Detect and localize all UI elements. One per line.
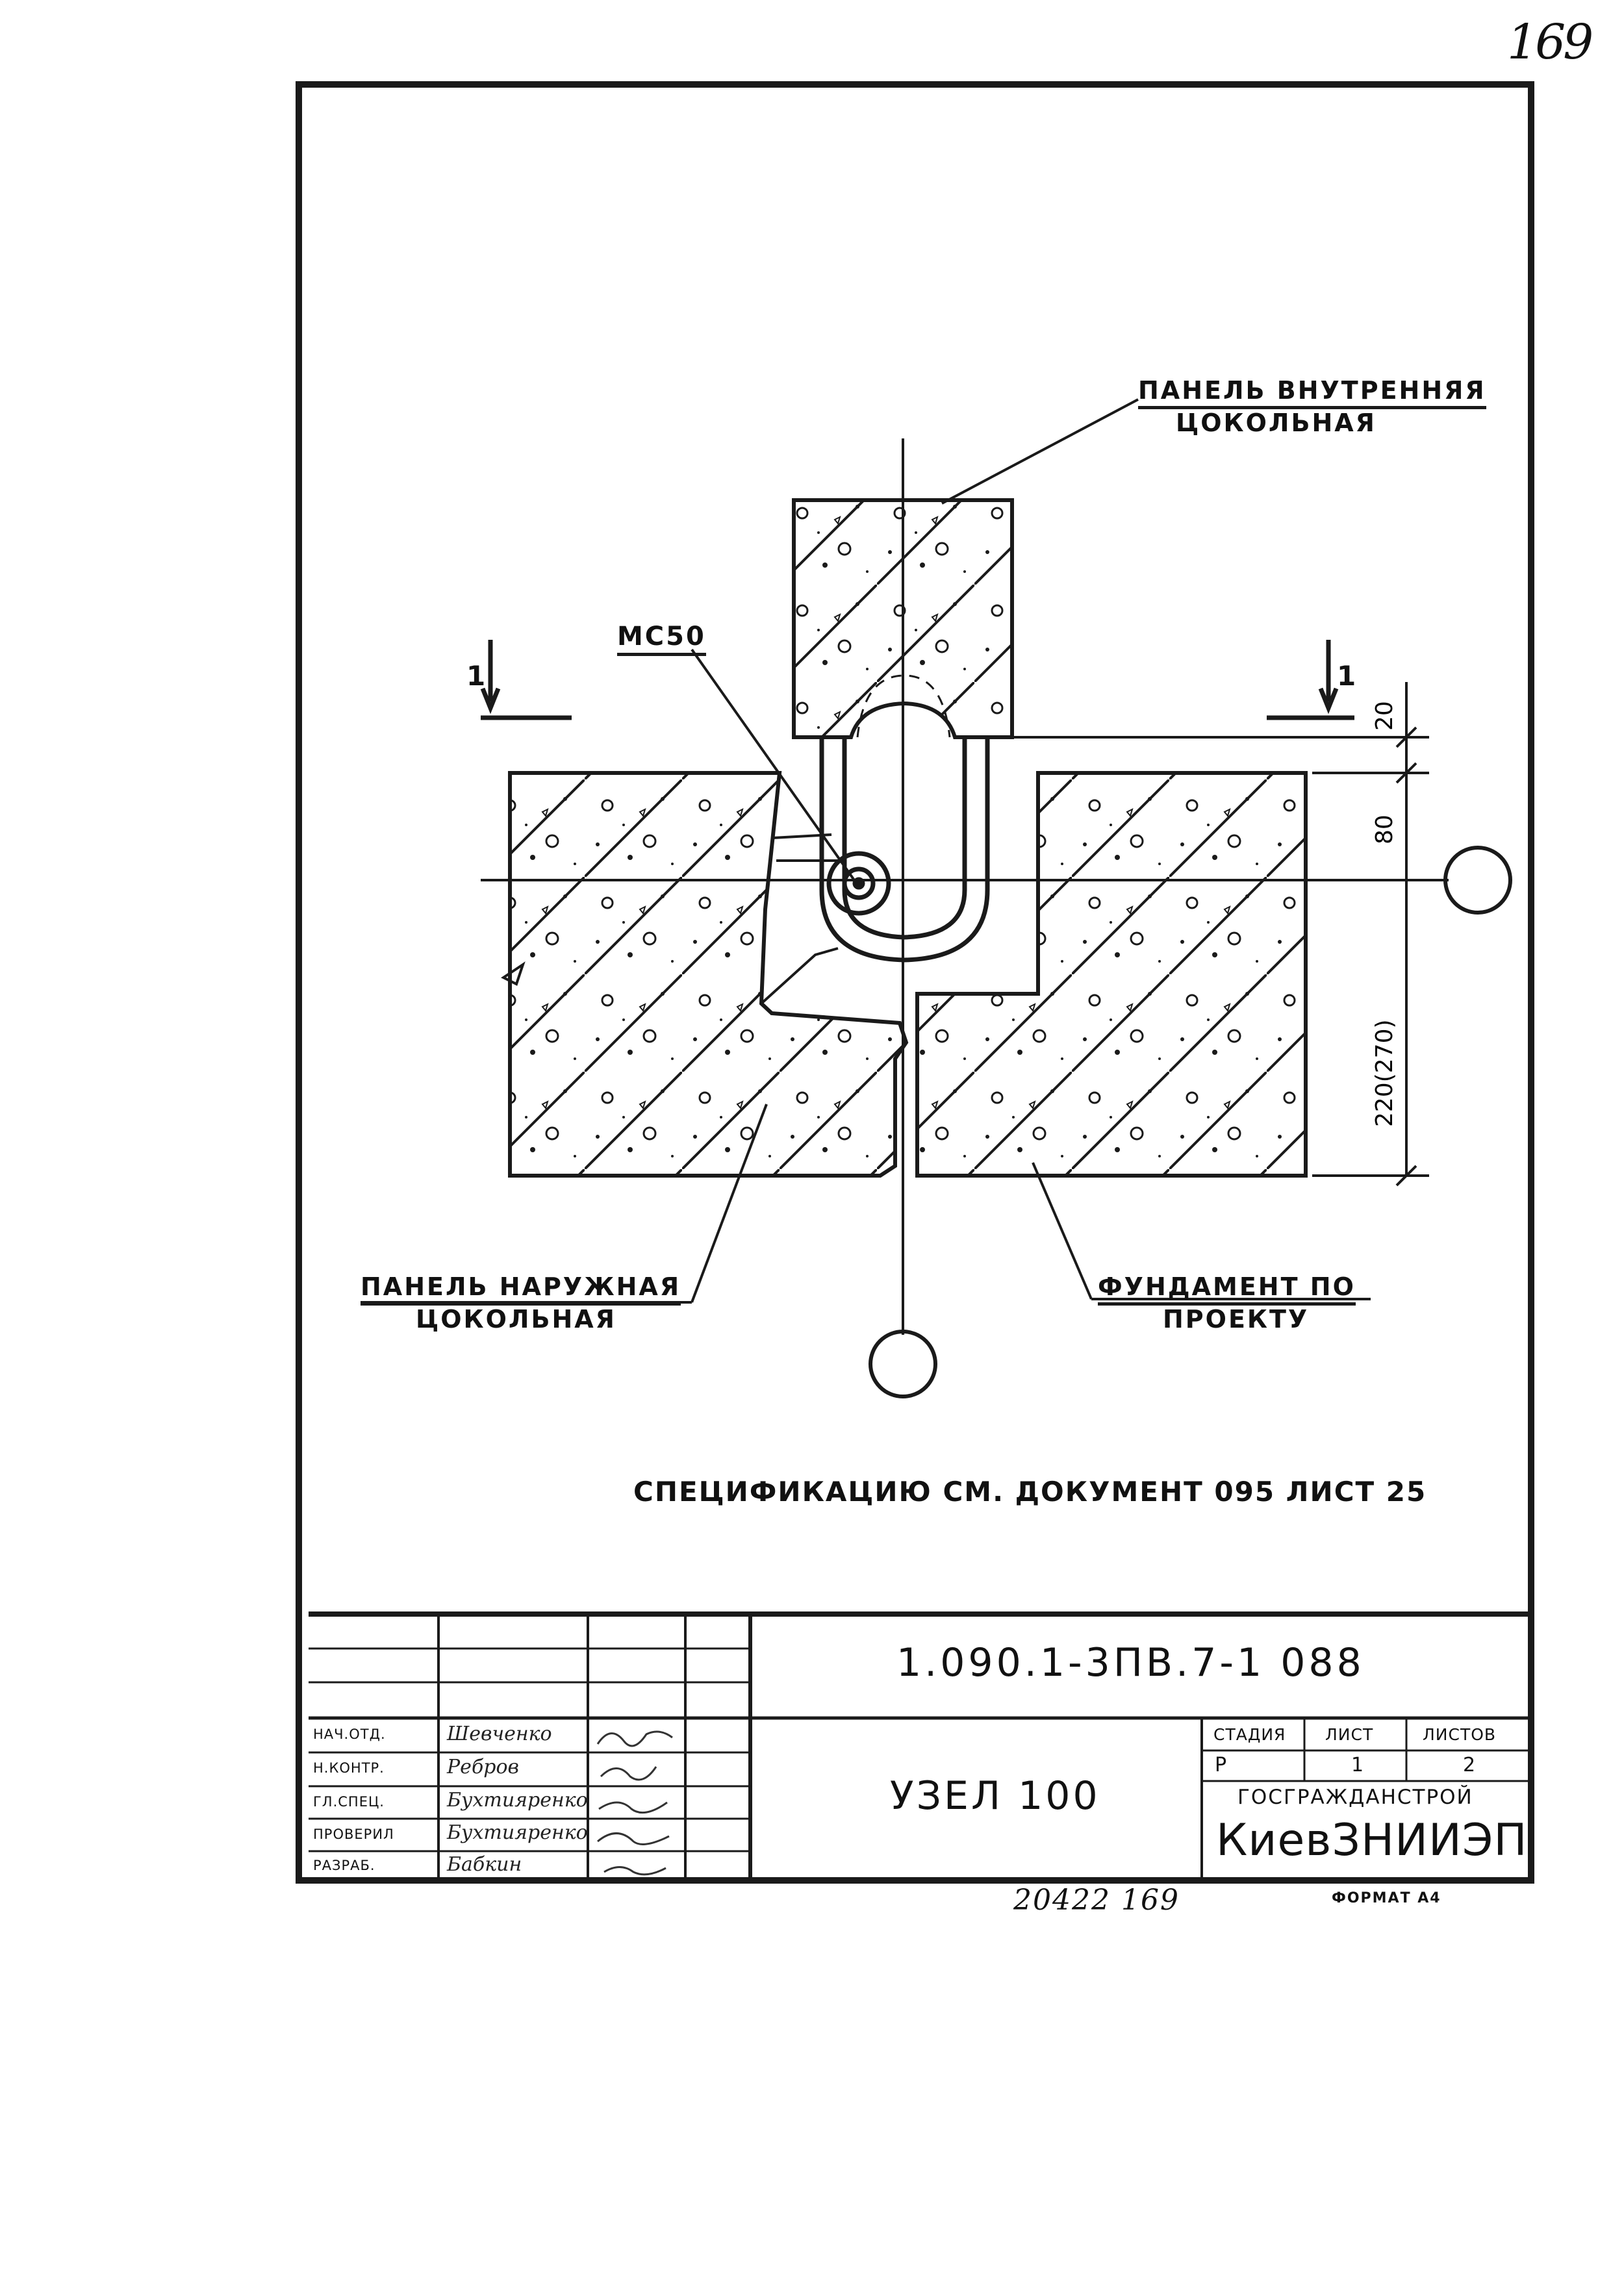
format-label: ФОРМАТ А4 — [1332, 1890, 1441, 1906]
anchor-loop — [819, 737, 990, 963]
role-label: НАЧ.ОТД. — [313, 1726, 386, 1742]
section-marks — [480, 640, 1354, 720]
outer-panel-label-line1: ПАНЕЛЬ НАРУЖНАЯ — [361, 1272, 681, 1306]
person-name: Бабкин — [447, 1853, 522, 1876]
foundation — [915, 771, 1308, 1178]
document-code: 1.090.1-3ПВ.7-1 088 — [896, 1640, 1365, 1686]
drawing-frame — [296, 81, 1534, 1884]
inner-panel-label: ПАНЕЛЬ ВНУТРЕННЯЯ — [1138, 376, 1486, 409]
role-label: РАЗРАБ. — [313, 1858, 375, 1873]
sheets-header: ЛИСТОВ — [1423, 1725, 1497, 1744]
inventory-number: 20422 169 — [1013, 1884, 1180, 1917]
sheet-header: ЛИСТ — [1325, 1725, 1374, 1744]
drawing-title: УЗЕЛ 100 — [890, 1773, 1100, 1819]
sheet-value: 1 — [1351, 1754, 1364, 1776]
sheets-value: 2 — [1463, 1754, 1476, 1776]
foundation-label-line2: ПРОЕКТУ — [1163, 1305, 1310, 1333]
signatures — [596, 1730, 673, 1876]
mark-label: МС50 — [617, 622, 706, 656]
section-mark-left: 1 — [466, 660, 488, 692]
organization-name: ГОСГРАЖДАНСТРОЙ — [1237, 1786, 1473, 1809]
mark-label-text: МС50 — [617, 622, 706, 656]
person-name: Шевченко — [447, 1723, 552, 1745]
title-block-lines — [309, 1611, 1533, 1880]
leader-lines — [361, 398, 1371, 1304]
inner-panel-label-line2: ЦОКОЛЬНАЯ — [1176, 409, 1377, 437]
section-mark-right: 1 — [1337, 660, 1358, 692]
inner-panel-label-line1: ПАНЕЛЬ ВНУТРЕННЯЯ — [1138, 376, 1486, 409]
role-label: ПРОВЕРИЛ — [313, 1826, 394, 1842]
person-name: Бухтияренко — [447, 1789, 588, 1812]
dimension-text: 80 — [1371, 815, 1398, 844]
role-label: Н.КОНТР. — [313, 1760, 385, 1776]
institute-name: КиевЗНИИЭП — [1216, 1815, 1528, 1866]
outer-panel-label: ПАНЕЛЬ НАРУЖНАЯ — [361, 1272, 681, 1306]
stage-value: Р — [1215, 1754, 1227, 1776]
dimension-text: 20 — [1371, 701, 1398, 731]
foundation-label-line1: ФУНДАМЕНТ ПО — [1098, 1272, 1356, 1306]
foundation-label: ФУНДАМЕНТ ПО — [1098, 1272, 1356, 1306]
outer-panel-label-line2: ЦОКОЛЬНАЯ — [416, 1305, 616, 1333]
specification-note: СПЕЦИФИКАЦИЮ СМ. ДОКУМЕНТ 095 ЛИСТ 25 — [633, 1476, 1427, 1508]
dimension-text: 220(270) — [1371, 1019, 1398, 1127]
sheet-number: 169 — [1507, 14, 1593, 70]
person-name: Бухтияренко — [447, 1821, 588, 1844]
stage-header: СТАДИЯ — [1213, 1725, 1286, 1744]
axis-lines — [481, 438, 1512, 1398]
role-label: ГЛ.СПЕЦ. — [313, 1794, 385, 1810]
dimension-chain — [1013, 682, 1429, 1187]
person-name: Ребров — [447, 1756, 519, 1778]
